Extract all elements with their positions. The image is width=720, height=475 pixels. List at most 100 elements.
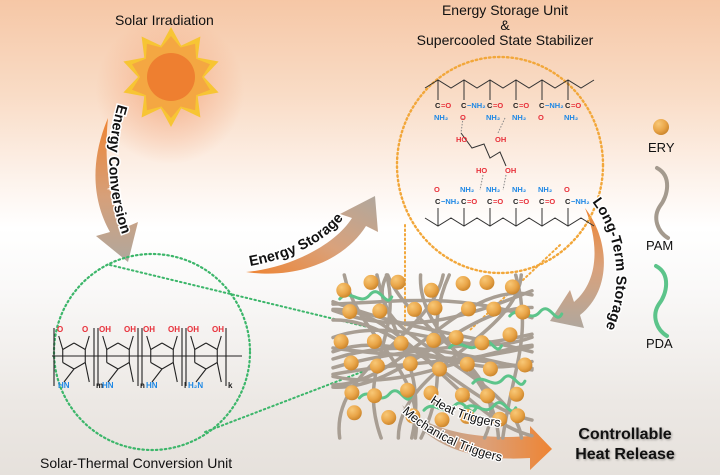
pda-bond [205, 362, 218, 370]
legend-pda-label: PDA [646, 336, 673, 351]
pam-group: =O [571, 101, 581, 110]
energy-storage-arrow [246, 196, 378, 274]
pda-bond [62, 342, 75, 350]
controllable-line1: Controllable [578, 426, 672, 443]
legend-pam-chain-icon [654, 166, 670, 240]
ery-sphere [459, 408, 475, 424]
pda-bond [172, 335, 178, 350]
pam-group: NH₂ [486, 113, 500, 122]
pam-group: O [564, 185, 570, 194]
pam-group: =O [441, 101, 451, 110]
pda-bond [128, 335, 134, 350]
storage-unit-title-line3: Supercooled State Stabilizer [416, 32, 594, 48]
ery-sphere [479, 275, 495, 290]
pda-bond [73, 342, 86, 350]
pda-bond [161, 342, 174, 350]
pam-group: O [538, 113, 544, 122]
pam-group: =O [493, 197, 503, 206]
pda-bond [128, 362, 134, 383]
pam-group: =O [467, 197, 477, 206]
ery-sphere [405, 408, 421, 424]
pda-bond [194, 362, 207, 370]
pda-bond [58, 335, 64, 350]
pda-bond [216, 362, 222, 383]
pam-group: =O [493, 101, 503, 110]
pda-hydroxyl: OH [99, 325, 111, 334]
pda-bond [84, 362, 90, 383]
ery-sphere [366, 333, 382, 349]
pda-bond [146, 335, 152, 350]
pam-group: NH₂ [512, 185, 526, 194]
pda-bond [63, 368, 75, 383]
pam-group: NH₂ [486, 185, 500, 194]
pam-hydroxyl: HO [456, 135, 467, 144]
energy-conversion-arrow [95, 118, 138, 262]
pam-group: =O [519, 197, 529, 206]
pda-hydroxyl: OH [212, 325, 224, 334]
controllable-line2: Heat Release [575, 446, 675, 463]
long-term-storage-arrow [550, 208, 604, 328]
pda-subscript: k [228, 381, 233, 390]
ery-sphere [474, 335, 490, 351]
pam-hydroxyl: HO [476, 166, 487, 175]
legend-ery-label: ERY [648, 140, 675, 155]
ery-sphere [427, 300, 443, 316]
ery-sphere [407, 301, 422, 317]
pda-bond [161, 362, 174, 370]
pda-bond [102, 335, 108, 350]
pda-bond [172, 362, 178, 383]
pda-amine: HN [146, 381, 158, 390]
pda-oxygen: O [82, 325, 88, 334]
pam-group: −NH₂ [467, 101, 486, 110]
solar-thermal-unit-label: Solar-Thermal Conversion Unit [40, 455, 233, 471]
pam-group: O [460, 113, 466, 122]
pda-bond [195, 368, 207, 383]
pam-chain [331, 346, 534, 371]
legend-pda-chain-icon [653, 264, 669, 338]
ery-sphere [461, 301, 476, 317]
pam-carbon: C [565, 101, 571, 110]
pam-carbon: C [565, 197, 571, 206]
ery-sphere [363, 274, 379, 290]
ery-sphere [333, 334, 349, 350]
ery-sphere [482, 361, 498, 377]
ery-sphere [502, 327, 518, 343]
pda-bond [150, 342, 163, 350]
ery-sphere [423, 385, 439, 401]
ery-sphere [455, 276, 471, 291]
ery-sphere [448, 330, 464, 346]
ery-sphere [400, 382, 416, 398]
pda-oxygen: O [57, 325, 63, 334]
ery-sphere [346, 405, 362, 421]
pam-group: O [434, 185, 440, 194]
pam-hydroxyl: OH [495, 135, 506, 144]
ery-sphere [454, 387, 470, 403]
ery-sphere [492, 411, 508, 427]
ery-sphere [517, 357, 533, 373]
pam-group: −NH₂ [441, 197, 460, 206]
ery-sphere [504, 279, 520, 295]
ery-sphere [459, 356, 475, 372]
pam-group: NH₂ [564, 113, 578, 122]
ery-sphere [372, 303, 388, 319]
pam-group: NH₂ [434, 113, 448, 122]
hydrogel-network [331, 273, 564, 440]
ery-sphere [390, 274, 406, 290]
pam-carbon: C [539, 197, 545, 206]
sun-icon [123, 27, 219, 127]
storage-unit-title-line2: & [500, 17, 510, 33]
ery-sphere [486, 301, 502, 317]
pda-bond [117, 342, 130, 350]
pda-bond [106, 342, 119, 350]
pam-group: −NH₂ [545, 101, 564, 110]
pam-chain [419, 273, 451, 440]
pda-structure [52, 328, 242, 386]
pda-bond [62, 362, 75, 370]
ery-sphere [393, 335, 409, 351]
pam-carbon: C [461, 101, 467, 110]
pam-carbon: C [513, 197, 519, 206]
pam-group: NH₂ [512, 113, 526, 122]
pda-bond [107, 368, 119, 383]
ery-sphere [432, 361, 447, 377]
pam-group: =O [545, 197, 555, 206]
